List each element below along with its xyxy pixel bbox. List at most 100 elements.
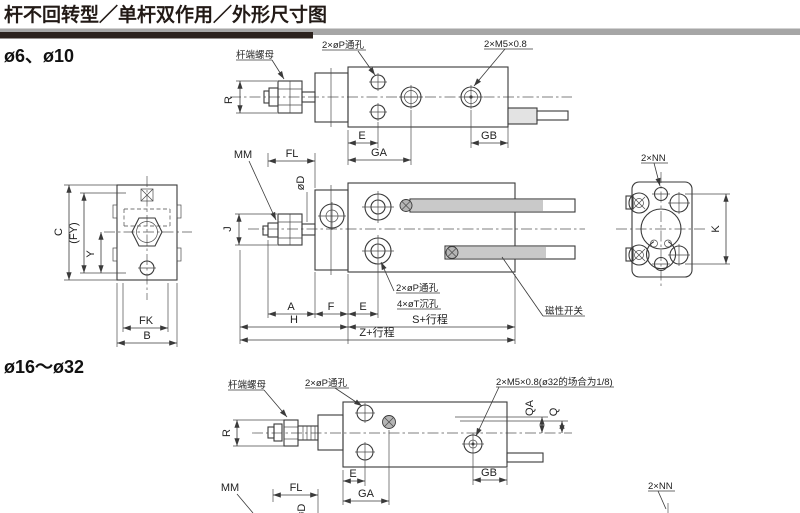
label-counterbore: 4×øT沉孔 — [397, 299, 439, 310]
view-left-side: C (FY) Y FK B — [53, 176, 192, 347]
dim-fy: (FY) — [68, 192, 126, 274]
switch-rails — [399, 198, 576, 260]
section-heading-small-bore: ø6、ø10 — [4, 46, 74, 66]
rail-end-large — [506, 452, 544, 463]
dim-label-b: B — [143, 330, 150, 342]
callout-through-hole: 2×øP通孔 — [322, 40, 376, 76]
side-ports — [625, 192, 690, 266]
label-rod-end-nut-large: 杆端螺母 — [228, 379, 266, 391]
dim-label-fk: FK — [139, 315, 154, 327]
header-rule-gray — [0, 28, 800, 35]
callout-mm: MM — [234, 149, 277, 221]
holes-large — [355, 403, 484, 462]
dim-label-mm2: MM — [221, 482, 239, 494]
dim-qa-q: QA Q — [455, 399, 568, 433]
cylinder-body — [347, 66, 509, 128]
label-rod-end-nut: 杆端螺母 — [236, 49, 274, 61]
callout-m5-port-large: 2×M5×0.8(ø32的场合为1/8) — [475, 376, 614, 437]
rod-cover-flange — [314, 72, 349, 123]
dim-label-e: E — [358, 130, 365, 142]
cylinder-body-large — [342, 401, 508, 468]
label-nn-large: 2×NN — [648, 481, 673, 492]
dim-label-h: H — [290, 314, 298, 326]
view-top-plan: R E GA GB 杆端螺母 2×øP通孔 2×M5×0.8 — [223, 39, 572, 165]
dim-label-ga2: GA — [358, 488, 375, 500]
dim-label-z-stroke: Z+行程 — [359, 326, 394, 339]
dim-label-fl2: FL — [290, 482, 303, 494]
label-through-hole-large: 2×øP通孔 — [305, 378, 347, 389]
through-holes — [369, 73, 387, 121]
switch-rail-end — [507, 107, 538, 125]
callout-m5-port: 2×M5×0.8 — [473, 39, 533, 87]
dim-label-s-stroke: S+行程 — [412, 313, 448, 326]
dim-label-od2: øD — [296, 504, 308, 513]
header-rule-dark — [0, 32, 313, 39]
callout-nn-large: 2×NN — [648, 481, 675, 513]
label-through-hole-front: 2×øP通孔 — [396, 283, 438, 294]
flange-large — [317, 414, 344, 451]
view-right-side: K 2×NN — [616, 153, 730, 288]
body-end-view — [116, 184, 178, 281]
dim-label-y: Y — [85, 250, 97, 258]
piston-rod-large — [267, 419, 319, 447]
callout-rod-end-nut-large: 杆端螺母 — [228, 379, 288, 418]
rear-body — [631, 181, 693, 278]
dim-label-a: A — [287, 301, 295, 313]
dim-j: J — [222, 213, 277, 246]
view-top-plan-large: QA Q R E GA GB 杆端螺母 2×øP通孔 — [221, 376, 675, 513]
dim-label-e3: E — [349, 468, 356, 480]
rod-nut-end-view — [131, 217, 163, 247]
rail-screw-bottom — [445, 246, 459, 259]
callout-rod-end-nut: 杆端螺母 — [236, 49, 285, 80]
label-through-hole: 2×øP通孔 — [322, 40, 364, 51]
section-heading-large-bore: ø16～ø32 — [4, 357, 84, 377]
dim-label-j: J — [222, 226, 234, 232]
dim-label-fy: (FY) — [68, 222, 80, 243]
label-m5-port: 2×M5×0.8 — [484, 39, 527, 50]
dim-label-q: Q — [548, 407, 560, 416]
callout-hole-counterbore: 2×øP通孔 4×øT沉孔 — [380, 261, 441, 310]
counterbore-holes — [362, 191, 394, 267]
dim-label-ga: GA — [371, 147, 388, 159]
callout-through-hole-large: 2×øP通孔 — [305, 378, 363, 407]
rail-extension — [536, 110, 569, 121]
dim-label-mm: MM — [234, 149, 252, 161]
m5-ports — [399, 85, 483, 109]
dim-k: K — [685, 193, 730, 265]
rail-screw-large — [382, 415, 396, 429]
dim-label-gb: GB — [481, 130, 497, 142]
dim-od: øD — [295, 176, 308, 222]
callout-magnetic-switch: 磁性开关 — [501, 256, 585, 317]
dim-row-large: E GA GB — [342, 430, 508, 505]
dim-row-top-view: E GA GB — [347, 110, 509, 165]
rod-end-hidden — [123, 188, 171, 227]
dim-y: Y — [85, 232, 104, 273]
dim-label-gb2: GB — [481, 467, 497, 479]
cylinder-body-front — [347, 182, 516, 273]
dim-r-large: R — [221, 419, 284, 447]
dim-c: C — [53, 184, 117, 281]
dim-r: R — [223, 80, 277, 114]
dim-fl: FL — [267, 148, 316, 188]
dim-label-c: C — [53, 228, 65, 236]
dim-label-od: øD — [295, 176, 307, 191]
dim-rows-front: A F E H S+行程 Z+行程 — [239, 240, 516, 344]
page-header: 杆不回转型／单杆双作用／外形尺寸图 — [0, 3, 800, 39]
label-magnetic-switch: 磁性开关 — [545, 305, 584, 317]
label-nn: 2×NN — [641, 153, 666, 164]
view-front: J MM FL øD A F E — [222, 148, 585, 344]
callout-nn: 2×NN — [641, 153, 668, 187]
dim-label-k: K — [710, 225, 722, 233]
dim-label-e2: E — [359, 301, 366, 313]
piston-rod — [263, 80, 316, 114]
label-m5-port-large: 2×M5×0.8(ø32的场合为1/8) — [496, 376, 613, 388]
rail-screw-top — [399, 199, 413, 212]
dim-label-r2: R — [221, 429, 233, 437]
dim-label-fl: FL — [286, 148, 299, 160]
dim-label-f: F — [328, 301, 335, 313]
dim-row-large-front-cutoff: MM FL øD — [221, 482, 319, 513]
dim-label-qa: QA — [524, 399, 536, 416]
rod-cover-flange-front — [314, 189, 349, 271]
